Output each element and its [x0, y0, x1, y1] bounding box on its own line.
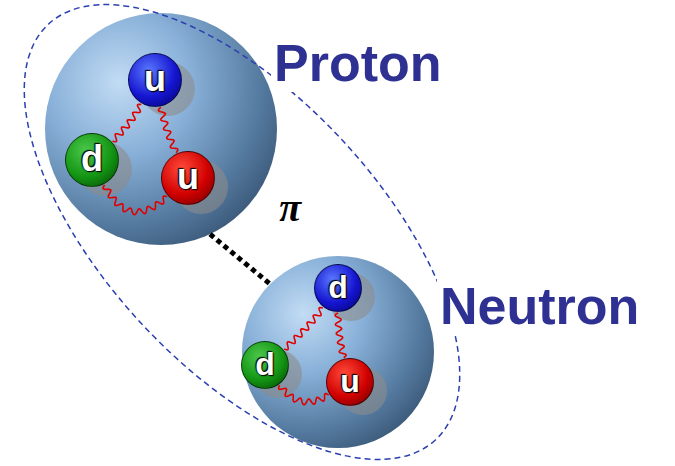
gluon-line [279, 385, 329, 405]
gluon-line [103, 185, 167, 215]
bound-state-outline [0, 0, 535, 466]
pion-exchange-line [210, 234, 270, 284]
quark-flavor: d [255, 348, 275, 380]
pion-label: π [277, 186, 303, 230]
quark-circle: d [241, 341, 289, 389]
quark-flavor: d [328, 271, 348, 303]
quark-flavor: u [144, 61, 166, 97]
nucleon-body [242, 256, 434, 448]
nucleon-sphere: Protonudu [45, 13, 277, 245]
gluon-line [113, 104, 142, 141]
quark-flavor: u [340, 365, 360, 397]
gluon-line [284, 308, 323, 350]
nucleon-sphere: Neutronddu [242, 256, 434, 448]
particle-label: Neutron [437, 278, 642, 335]
particle-label: Proton [271, 35, 445, 92]
quark-circle: u [326, 358, 374, 406]
quark-circle: u [128, 53, 182, 107]
gluon-line [335, 313, 346, 358]
gluon-line [158, 107, 177, 152]
quark-circle: u [161, 151, 215, 205]
shadow-layer [78, 62, 387, 415]
quark-circle: d [314, 264, 362, 312]
quark-flavor: u [177, 159, 199, 195]
quark-flavor: d [81, 141, 103, 177]
quark-circle: d [65, 133, 119, 187]
nucleon-body [45, 13, 277, 245]
edge-label-holder: π [0, 0, 26, 44]
